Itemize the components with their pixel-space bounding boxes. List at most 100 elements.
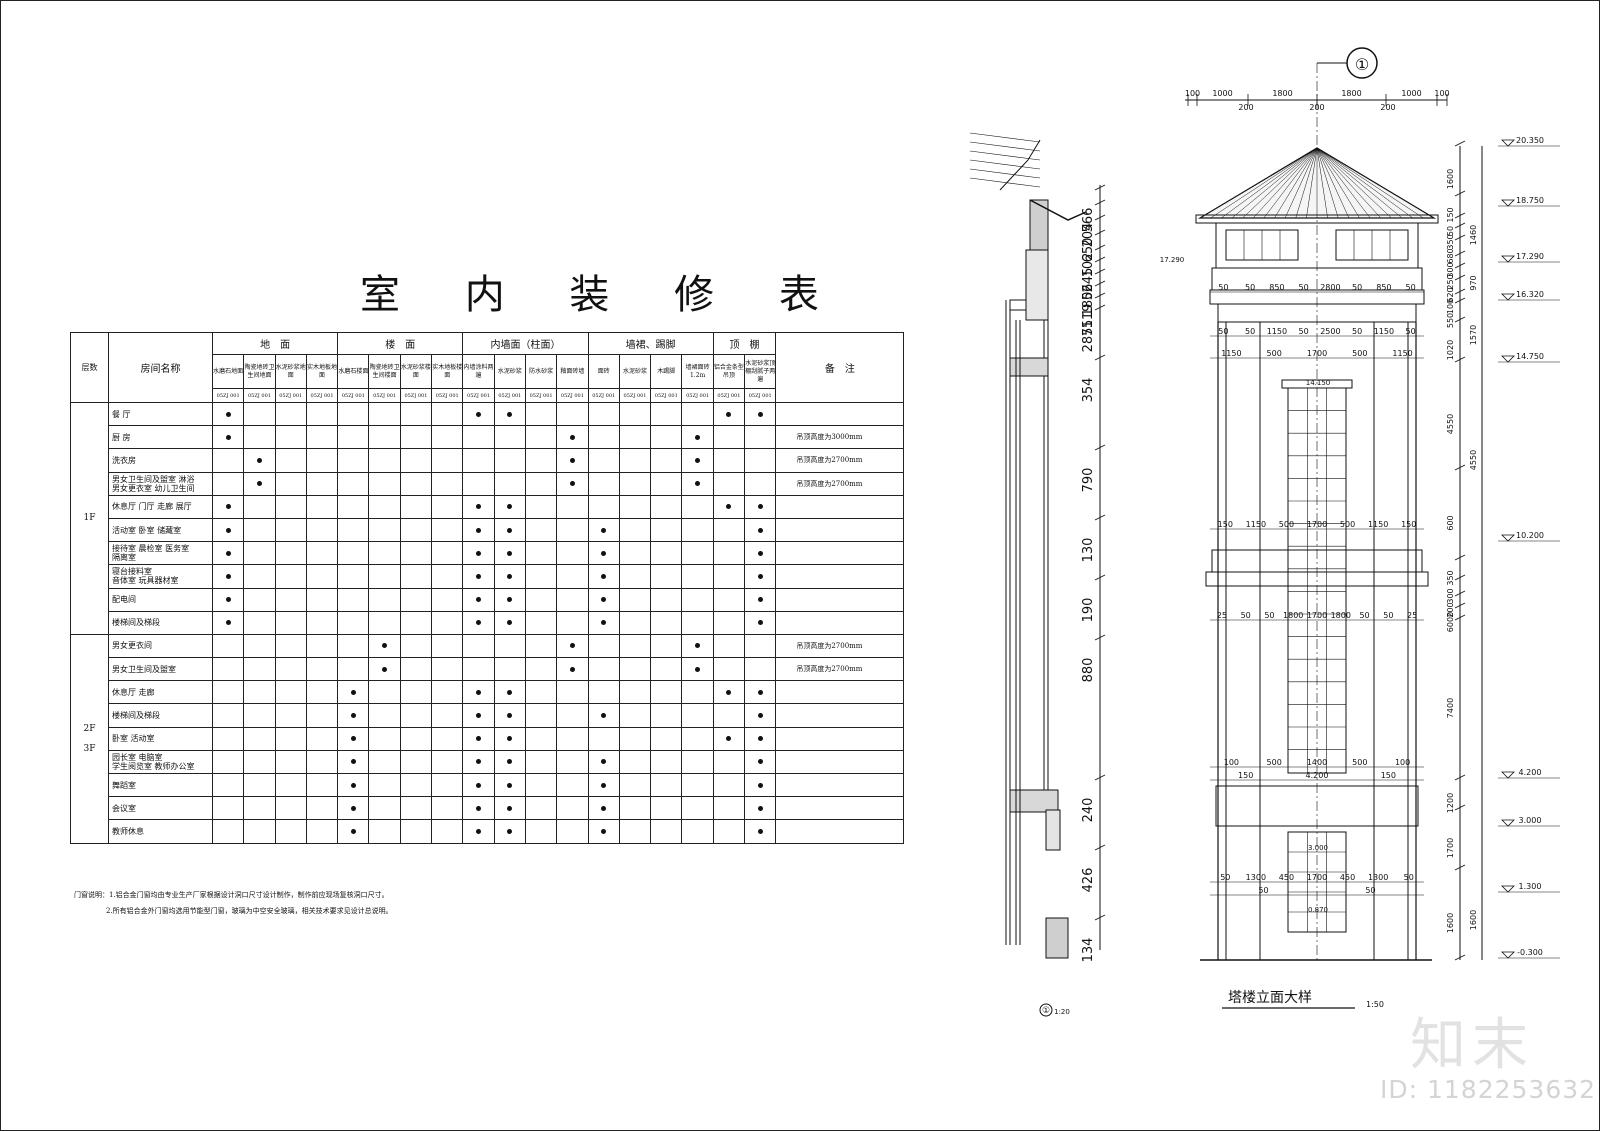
table-row: 楼梯间及梯段	[71, 703, 905, 728]
finish-dot	[601, 805, 607, 811]
finish-dot	[225, 434, 231, 440]
dim-tick	[1454, 864, 1466, 871]
dim-tick	[1094, 444, 1106, 451]
section-dim: 285	[1081, 328, 1096, 353]
level-marker	[1501, 771, 1515, 779]
row-dim: 4.200	[1306, 771, 1329, 780]
dim-tick	[1094, 844, 1106, 851]
finish-dot	[757, 736, 763, 742]
leader-line	[969, 159, 1041, 170]
note-line-2: 2.所有铝合金外门窗均选用节能型门窗，玻璃为中空安全玻璃，相关技术要求见设计总说…	[106, 907, 393, 915]
finish-dot	[256, 481, 262, 487]
level-value: 4.200	[1519, 768, 1542, 777]
finish-cell	[274, 749, 307, 775]
finish-cell	[211, 610, 245, 635]
dim-tick	[1454, 464, 1466, 471]
finish-dot	[476, 828, 482, 834]
table-row: 接待室 晨检室 医务室 隔离室	[71, 541, 905, 566]
row-dim: 100	[1395, 758, 1410, 767]
row-dim: 25	[1217, 611, 1227, 620]
subcol-header: 水磨石楼面	[337, 354, 370, 389]
finish-cell	[712, 796, 746, 821]
finish-dot	[350, 805, 356, 811]
row-dim: 1700	[1307, 873, 1327, 882]
finish-dot	[507, 759, 513, 765]
finish-cell	[337, 610, 370, 635]
finish-cell	[274, 564, 307, 589]
row-dim: 1700	[1307, 611, 1327, 620]
note-line-1: 门窗说明：1.铝合金门窗均由专业生产厂家根据设计洞口尺寸设计制作，制作前应现场复…	[74, 891, 389, 899]
finish-cell	[618, 564, 652, 589]
finish-cell	[493, 819, 526, 844]
subcol-header: 釉面砖墙	[556, 354, 589, 389]
leader-line	[969, 132, 1041, 143]
finish-cell	[524, 471, 558, 496]
finish-cell	[681, 749, 714, 775]
finish-cell	[274, 657, 307, 682]
finish-cell	[274, 471, 307, 496]
row-dim: 500	[1279, 520, 1294, 529]
finish-dot	[476, 411, 482, 417]
finish-cell	[493, 772, 526, 798]
section-dim: 880	[1081, 658, 1096, 683]
finish-cell	[274, 772, 307, 798]
finish-dot	[757, 550, 763, 556]
top-dim: 100	[1185, 89, 1200, 98]
finish-dot	[350, 759, 356, 765]
room-note	[775, 749, 905, 775]
dim-tick	[1094, 514, 1106, 521]
right-total-dim: 4550	[1469, 450, 1478, 470]
finish-cell	[681, 680, 714, 705]
row-dim: 150	[1381, 771, 1396, 780]
finish-dot	[507, 828, 513, 834]
finish-cell	[305, 749, 339, 775]
finish-dot	[757, 527, 763, 533]
roof-rib	[1231, 147, 1318, 219]
finish-cell	[337, 541, 370, 566]
dim-tick	[1094, 914, 1106, 921]
finish-dot	[757, 782, 763, 788]
right-dim: 1020	[1446, 340, 1455, 360]
room-name: 配电间	[108, 587, 213, 612]
room-name: 园长室 电脑室 学生阅览室 教师办公室	[108, 749, 213, 775]
section-dim: 354	[1081, 378, 1096, 403]
finish-cell	[587, 819, 620, 844]
row-dim: 50	[1406, 327, 1416, 336]
finish-dot	[695, 434, 701, 440]
room-note: 吊顶高度为2700mm	[775, 633, 905, 659]
finish-cell	[399, 749, 433, 775]
finish-dot	[476, 550, 482, 556]
row-dim: 1400	[1307, 758, 1327, 767]
finish-dot	[507, 504, 513, 510]
right-dim: 350	[1446, 570, 1455, 585]
finish-dot	[225, 527, 231, 533]
finish-cell	[399, 610, 433, 635]
finish-cell	[524, 796, 558, 821]
finish-dot	[225, 411, 231, 417]
roof-rib	[1316, 147, 1403, 219]
right-dim: 1600	[1446, 169, 1455, 189]
level-value: 3.000	[1519, 816, 1542, 825]
subcol-header: 面砖	[587, 354, 620, 389]
dim-tick	[1454, 297, 1466, 304]
finish-cell	[744, 471, 777, 496]
finish-cell	[368, 772, 401, 798]
subcol-header: 陶瓷地砖卫生间地面	[243, 354, 276, 389]
dim-tick	[1454, 262, 1466, 269]
finish-cell	[650, 749, 683, 775]
finish-cell	[650, 587, 683, 612]
finish-cell	[211, 819, 245, 844]
finish-dot	[757, 805, 763, 811]
dim-tick	[1454, 274, 1466, 281]
finish-dot	[507, 713, 513, 719]
finish-cell	[744, 657, 777, 682]
finish-dot	[476, 736, 482, 742]
row-dim: 25	[1407, 611, 1417, 620]
left-level: 17.290	[1160, 256, 1185, 264]
finish-cell	[524, 541, 558, 566]
finish-dot	[757, 713, 763, 719]
dim-tick	[1094, 634, 1106, 641]
level-value: 18.750	[1516, 196, 1544, 205]
right-dim: 7400	[1446, 698, 1455, 718]
